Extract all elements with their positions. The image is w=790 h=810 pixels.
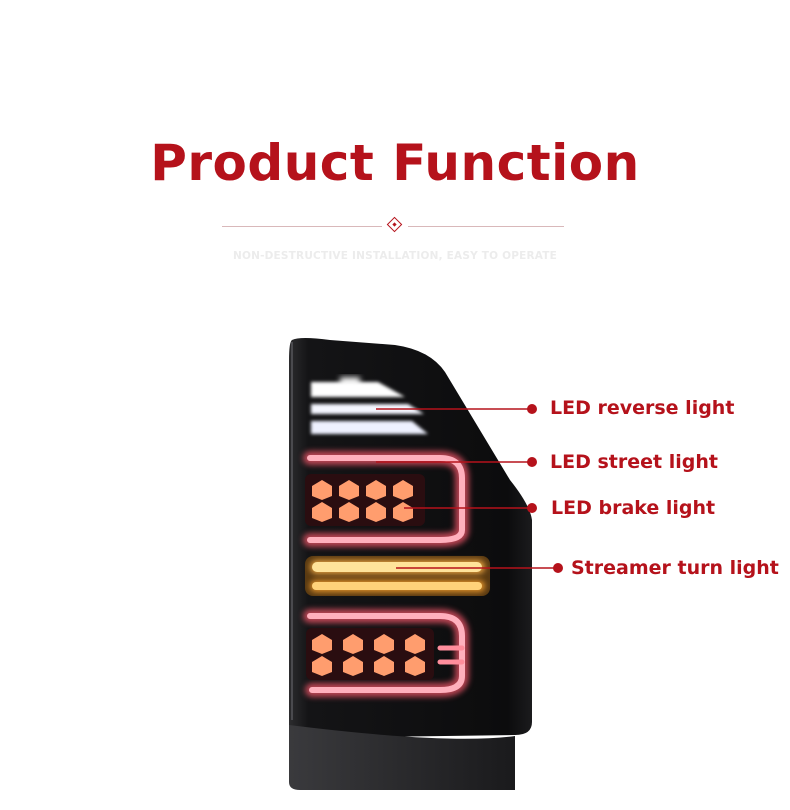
page-title: Product Function [150, 134, 640, 192]
reverse-light [311, 382, 428, 434]
divider-right [408, 226, 564, 227]
callout-label-reverse: LED reverse light [550, 397, 735, 419]
brake-light-upper [305, 474, 425, 526]
lamp-bottom-bezel [289, 725, 515, 790]
divider-left [222, 226, 382, 227]
callout-label-turn: Streamer turn light [571, 557, 779, 579]
callout-dot-turn [553, 563, 563, 573]
callout-label-brake: LED brake light [551, 497, 716, 519]
callout-lines [376, 408, 556, 569]
callout-dot-brake [527, 503, 537, 513]
callout-dots [527, 404, 563, 573]
brake-light-lower [303, 609, 469, 697]
street-light-tube [303, 451, 469, 547]
turn-light [305, 556, 490, 596]
page-subtitle: NON-DESTRUCTIVE INSTALLATION, EASY TO OP… [232, 250, 558, 262]
callout-dot-reverse [527, 404, 537, 414]
callout-dot-street [527, 457, 537, 467]
callout-label-street: LED street light [550, 451, 718, 473]
brake-light-lower-cells [306, 628, 434, 680]
